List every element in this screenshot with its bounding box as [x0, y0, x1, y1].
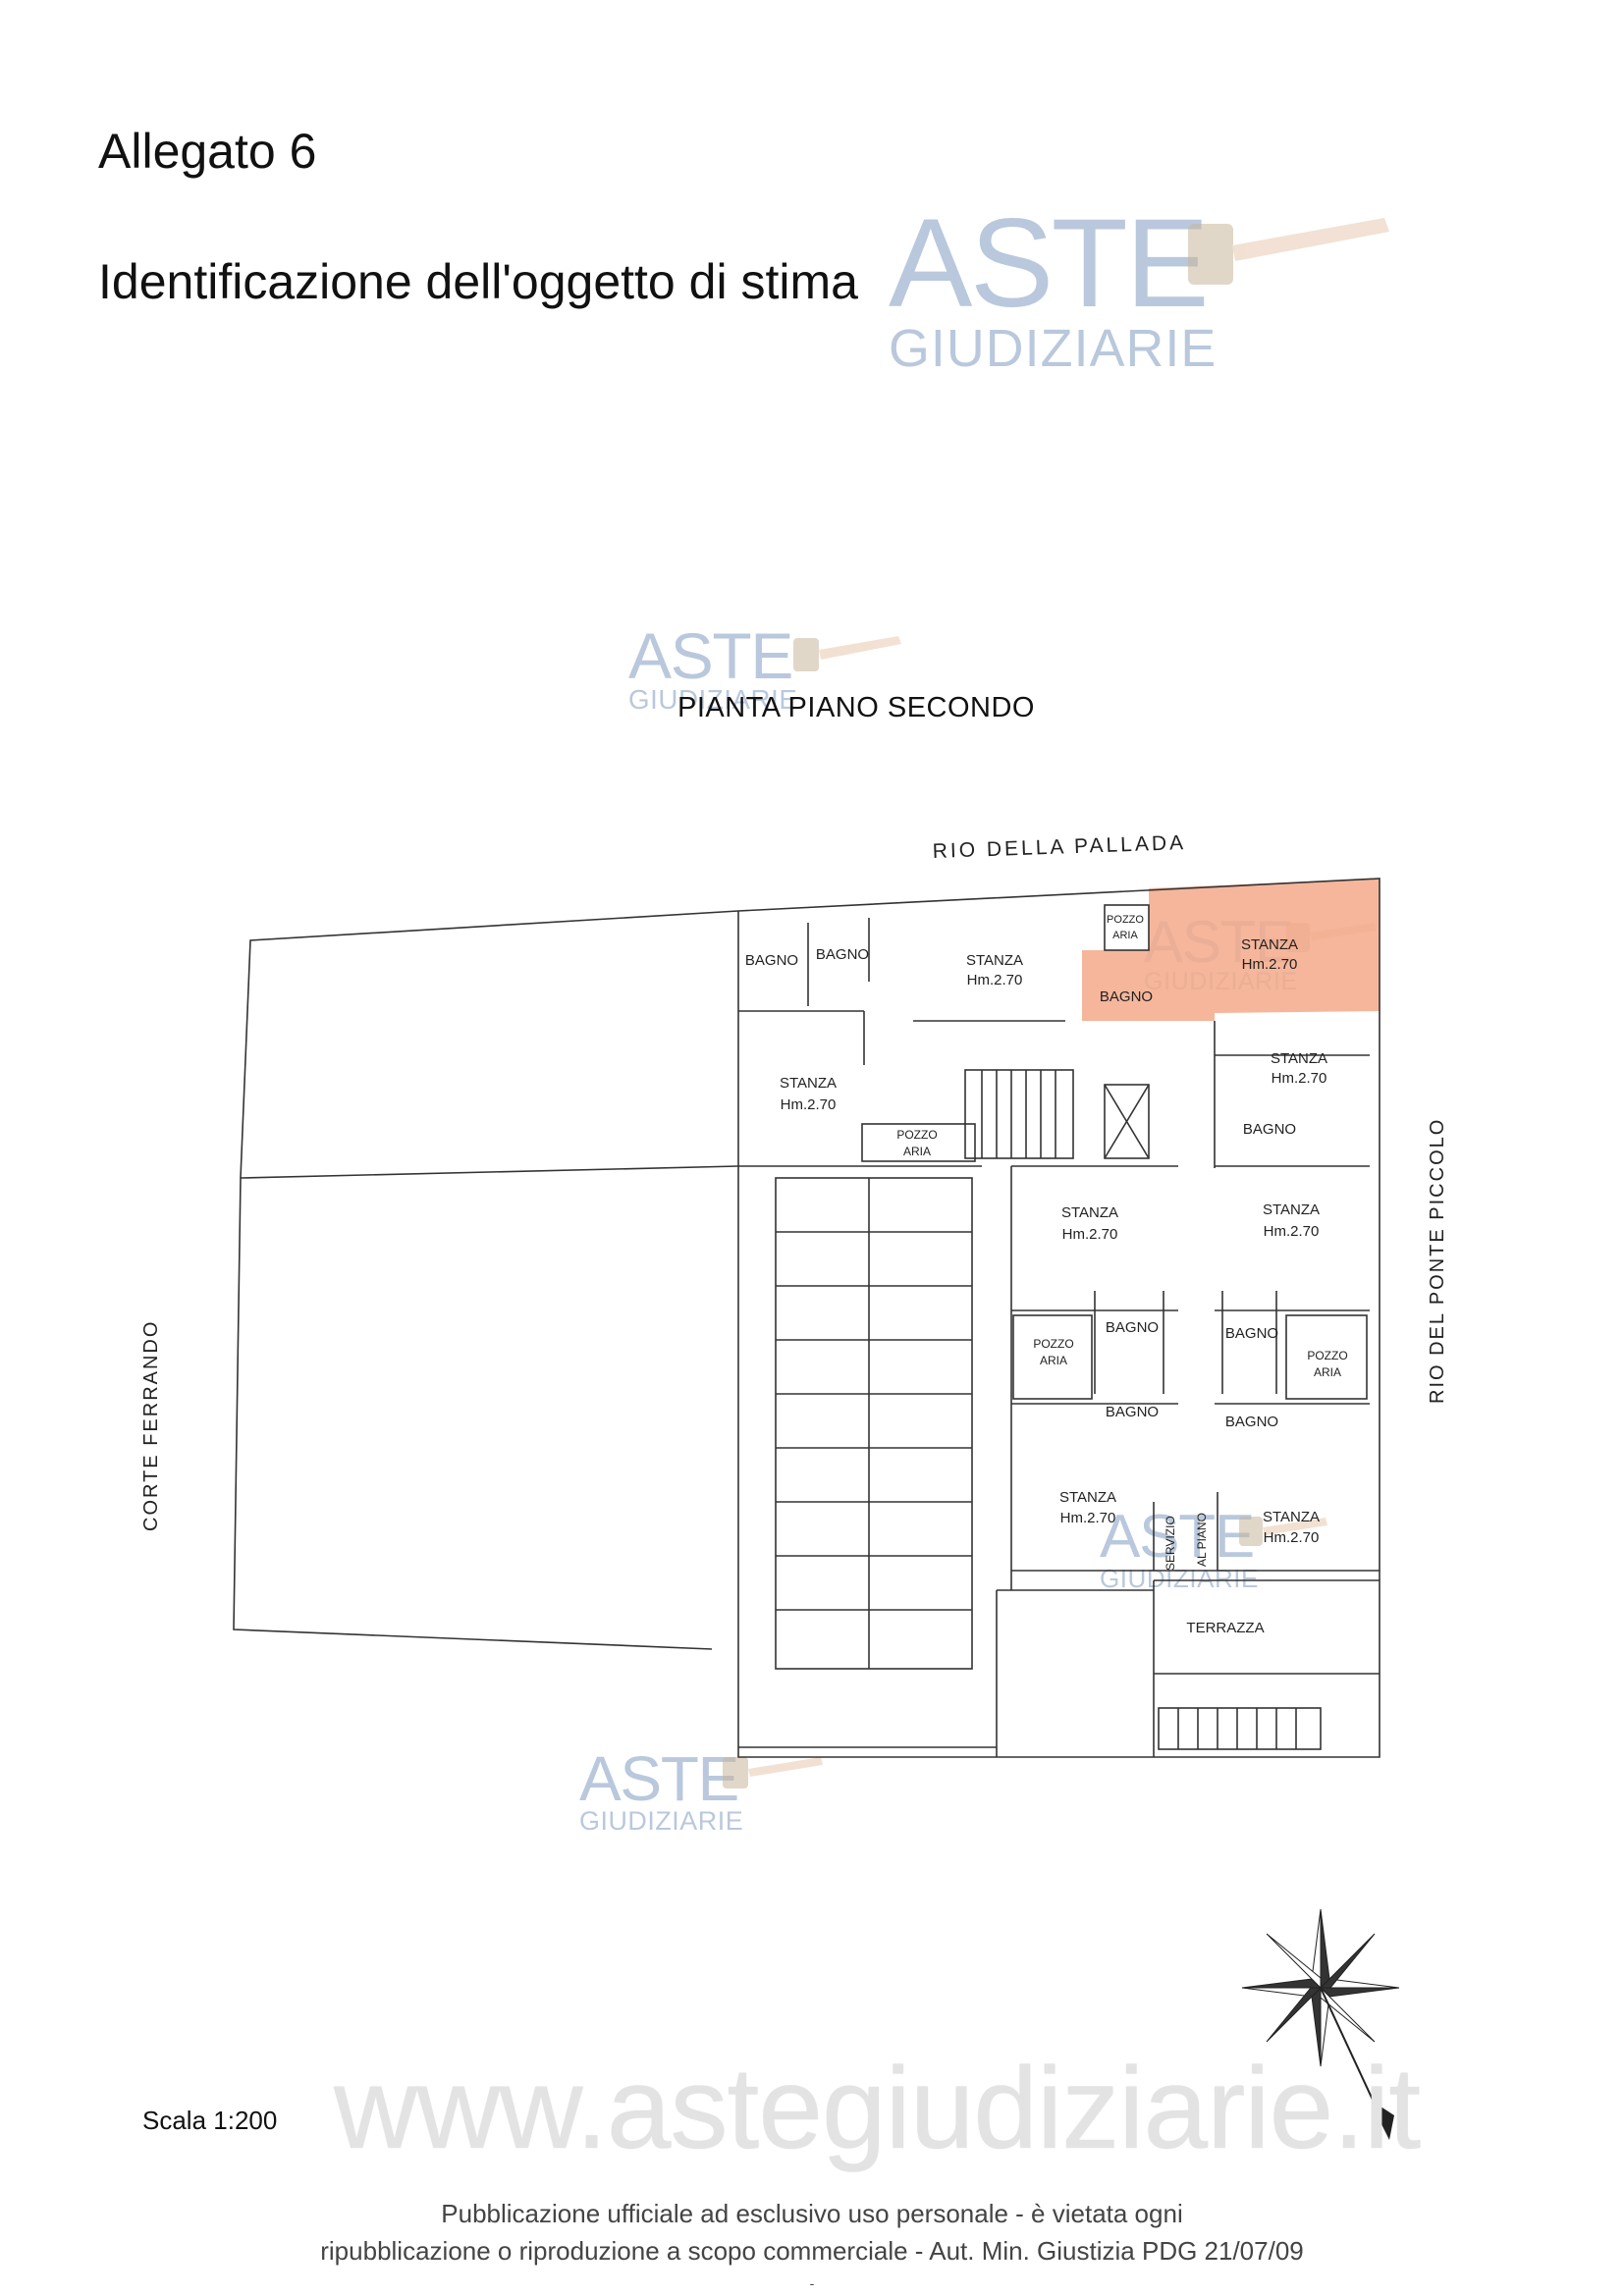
room-label: BAGNO: [1243, 1121, 1296, 1138]
street-label-west: CORTE FERRANDO: [140, 1320, 162, 1531]
room-height: Hm.2.70: [1264, 1223, 1320, 1240]
room-height: Hm.2.70: [1062, 1226, 1118, 1243]
document-subtitle: Identificazione dell'oggetto di stima: [98, 254, 858, 309]
room-label: ARIA: [1112, 930, 1138, 941]
gavel-icon: [723, 1757, 823, 1789]
gavel-icon: [793, 636, 901, 671]
room-height: Hm.2.70: [1264, 1529, 1320, 1546]
room-label: POZZO: [1307, 1349, 1347, 1362]
room-label: POZZO: [896, 1128, 937, 1142]
room-label: STANZA: [1241, 936, 1298, 953]
highlighted-unit: [1082, 879, 1380, 1021]
room-label: BAGNO: [816, 946, 869, 963]
courtyard-outline: [233, 910, 739, 1650]
room-label: BAGNO: [1100, 988, 1153, 1005]
room-label: STANZA: [1061, 1204, 1118, 1221]
room-height: Hm.2.70: [1060, 1510, 1116, 1526]
gavel-icon: [1188, 218, 1389, 285]
room-height: Hm.2.70: [967, 972, 1023, 988]
document-title: Allegato 6: [98, 124, 317, 179]
building-outline: [737, 878, 1380, 1758]
footer-line: Pubblicazione ufficiale ad esclusivo uso…: [441, 2199, 1183, 2228]
room-label: STANZA: [1059, 1489, 1116, 1506]
room-label: ARIA: [903, 1145, 931, 1158]
room-label: POZZO: [1033, 1337, 1073, 1351]
room-label: ARIA: [1314, 1365, 1341, 1379]
room-label: STANZA: [966, 952, 1023, 969]
room-label: TERRAZZA: [1186, 1620, 1264, 1636]
room-label: STANZA: [1263, 1509, 1320, 1525]
gavel-icon: [1239, 1517, 1327, 1546]
footer-line: ripubblicazione o riproduzione a scopo c…: [320, 2236, 1304, 2266]
room-label: POZZO: [1107, 914, 1144, 926]
footer-line: -: [809, 2275, 815, 2291]
room-label: BAGNO: [745, 952, 798, 969]
scale-label: Scala 1:200: [142, 2106, 278, 2135]
room-label: STANZA: [1263, 1201, 1320, 1218]
room-label: BAGNO: [1225, 1414, 1278, 1430]
room-label: STANZA: [1271, 1050, 1327, 1067]
room-label: BAGNO: [1106, 1404, 1159, 1420]
room-height: Hm.2.70: [1242, 956, 1298, 973]
room-label: STANZA: [780, 1075, 837, 1092]
street-label-east: RIO DEL PONTE PICCOLO: [1427, 1118, 1448, 1404]
street-label-north: RIO DELLA PALLADA: [932, 831, 1186, 863]
room-height: Hm.2.70: [1272, 1070, 1327, 1087]
room-label: BAGNO: [1106, 1319, 1159, 1336]
room-label: AL PIANO: [1195, 1513, 1209, 1567]
plan-title: PIANTA PIANO SECONDO: [677, 692, 1035, 723]
room-label: ARIA: [1040, 1354, 1067, 1367]
room-label: SERVIZIO: [1164, 1516, 1177, 1571]
room-height: Hm.2.70: [781, 1096, 837, 1113]
compass-rose-icon: [1241, 1908, 1400, 2140]
room-label: BAGNO: [1225, 1325, 1278, 1342]
website-watermark: www.astegiudiziarie.it: [334, 2044, 1421, 2173]
